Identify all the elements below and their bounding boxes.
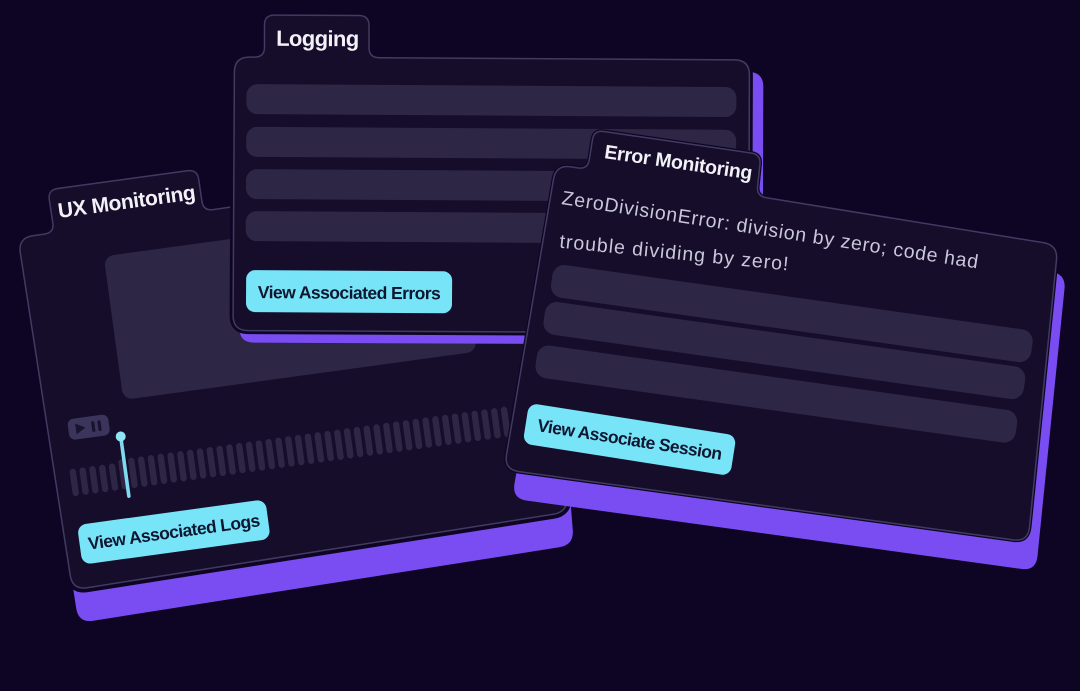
svg-text:Logging: Logging <box>276 26 359 52</box>
svg-text:View Associated Errors: View Associated Errors <box>258 282 441 303</box>
